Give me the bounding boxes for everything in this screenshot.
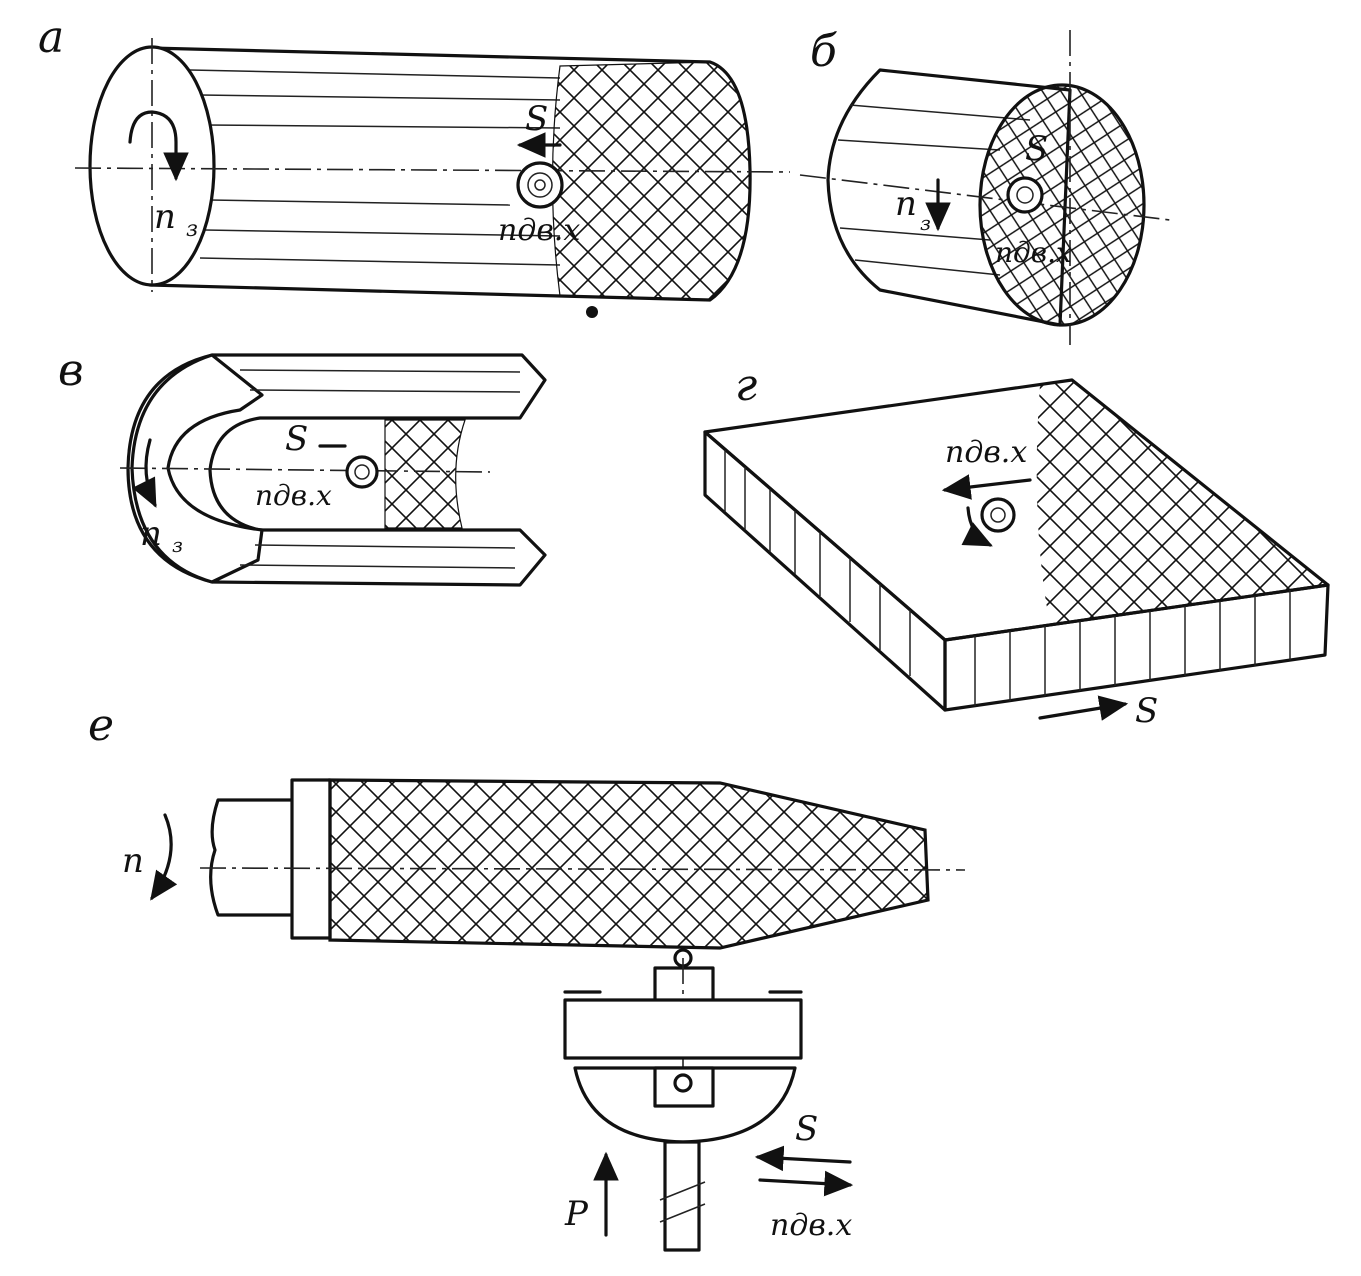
feed-label-v: S — [285, 419, 308, 459]
knurling-roller-e2 — [673, 1073, 693, 1093]
panel-b-face-knurling: б S n з nдв.х — [799, 26, 1171, 345]
holder-crossbar — [563, 998, 803, 1060]
knurled-zone-v — [384, 419, 466, 529]
knurling-roller-b — [1006, 176, 1044, 214]
tool-rotation-label-a: nдв.х — [498, 213, 580, 248]
knurling-roller-v — [345, 455, 379, 489]
panel-e-shaft-knurling: е n P S nдв.х — [88, 700, 966, 1252]
knurling-roller-a — [516, 161, 564, 209]
cylinder-b-generatrix-lines — [837, 104, 1031, 276]
panel-b-label: б — [810, 26, 837, 77]
panel-g-flat-knurling: г nдв.х S — [703, 360, 1330, 731]
plate-top-face — [703, 378, 1330, 642]
shaft-axis — [199, 867, 966, 871]
plate-left-face — [703, 430, 947, 712]
panel-v-internal-knurling: в S nдв.х n з — [58, 345, 547, 587]
knurled-shaft-body — [328, 778, 930, 950]
feed-label-g: S — [1135, 691, 1158, 731]
panel-e-label: е — [88, 700, 114, 751]
panel-a-external-knurling: а n з S nдв.х — [38, 12, 791, 318]
part-rotation-label-v: n — [140, 514, 162, 554]
knurled-zone-a — [551, 61, 751, 301]
panel-a-label: а — [38, 12, 64, 63]
part-rotation-arrow-v — [132, 438, 157, 508]
sleeve-v-lines — [239, 369, 521, 569]
spindle-stub — [209, 798, 294, 917]
feed-arrow-e — [754, 1145, 852, 1172]
tool-rotation-label-b: nдв.х — [995, 236, 1072, 269]
feed-label-e: S — [795, 1109, 818, 1149]
part-rotation-sub-v: з — [172, 533, 183, 557]
plate-edge-hatching — [724, 450, 1291, 706]
tool-feed-arrow-g — [941, 474, 1032, 500]
panel-v-label: в — [58, 345, 84, 396]
sleeve-v-end-face — [130, 353, 264, 584]
cylinder-b-axis — [799, 174, 1171, 221]
force-label-p: P — [564, 1194, 589, 1234]
shaft-rotation-arrow — [150, 813, 178, 901]
panel-g-label: г — [735, 360, 757, 411]
stem-spring — [659, 1181, 706, 1223]
tool-rotation-label-g: nдв.х — [945, 435, 1027, 470]
part-rotation-label-a: n — [154, 197, 176, 237]
sleeve-v-axis — [119, 467, 491, 473]
feed-arrow-g — [1038, 695, 1129, 721]
part-rotation-sub-a: з — [186, 217, 198, 242]
feed-label-b: S — [1025, 129, 1048, 169]
tool-rotation-label-e: nдв.х — [770, 1208, 852, 1243]
feed-label-a: S — [525, 99, 548, 139]
knurled-zone-g — [1036, 380, 1328, 625]
part-rotation-sub-b: з — [920, 211, 931, 235]
knurling-roller-g — [980, 497, 1016, 533]
cylinder-a-axis — [74, 167, 791, 173]
tool-rotation-arrow-e — [758, 1170, 854, 1197]
shaft-collar — [290, 778, 332, 940]
tool-rotation-arrow-g — [961, 506, 993, 547]
part-rotation-label-b: n — [895, 184, 917, 224]
part-rotation-arrow-a — [128, 110, 189, 182]
cylinder-a-generatrix-lines — [189, 69, 561, 266]
shaft-rotation-label: n — [122, 841, 144, 881]
knurled-face-b — [978, 83, 1146, 327]
tool-rotation-label-v: nдв.х — [255, 479, 332, 512]
print-speck — [586, 306, 598, 318]
